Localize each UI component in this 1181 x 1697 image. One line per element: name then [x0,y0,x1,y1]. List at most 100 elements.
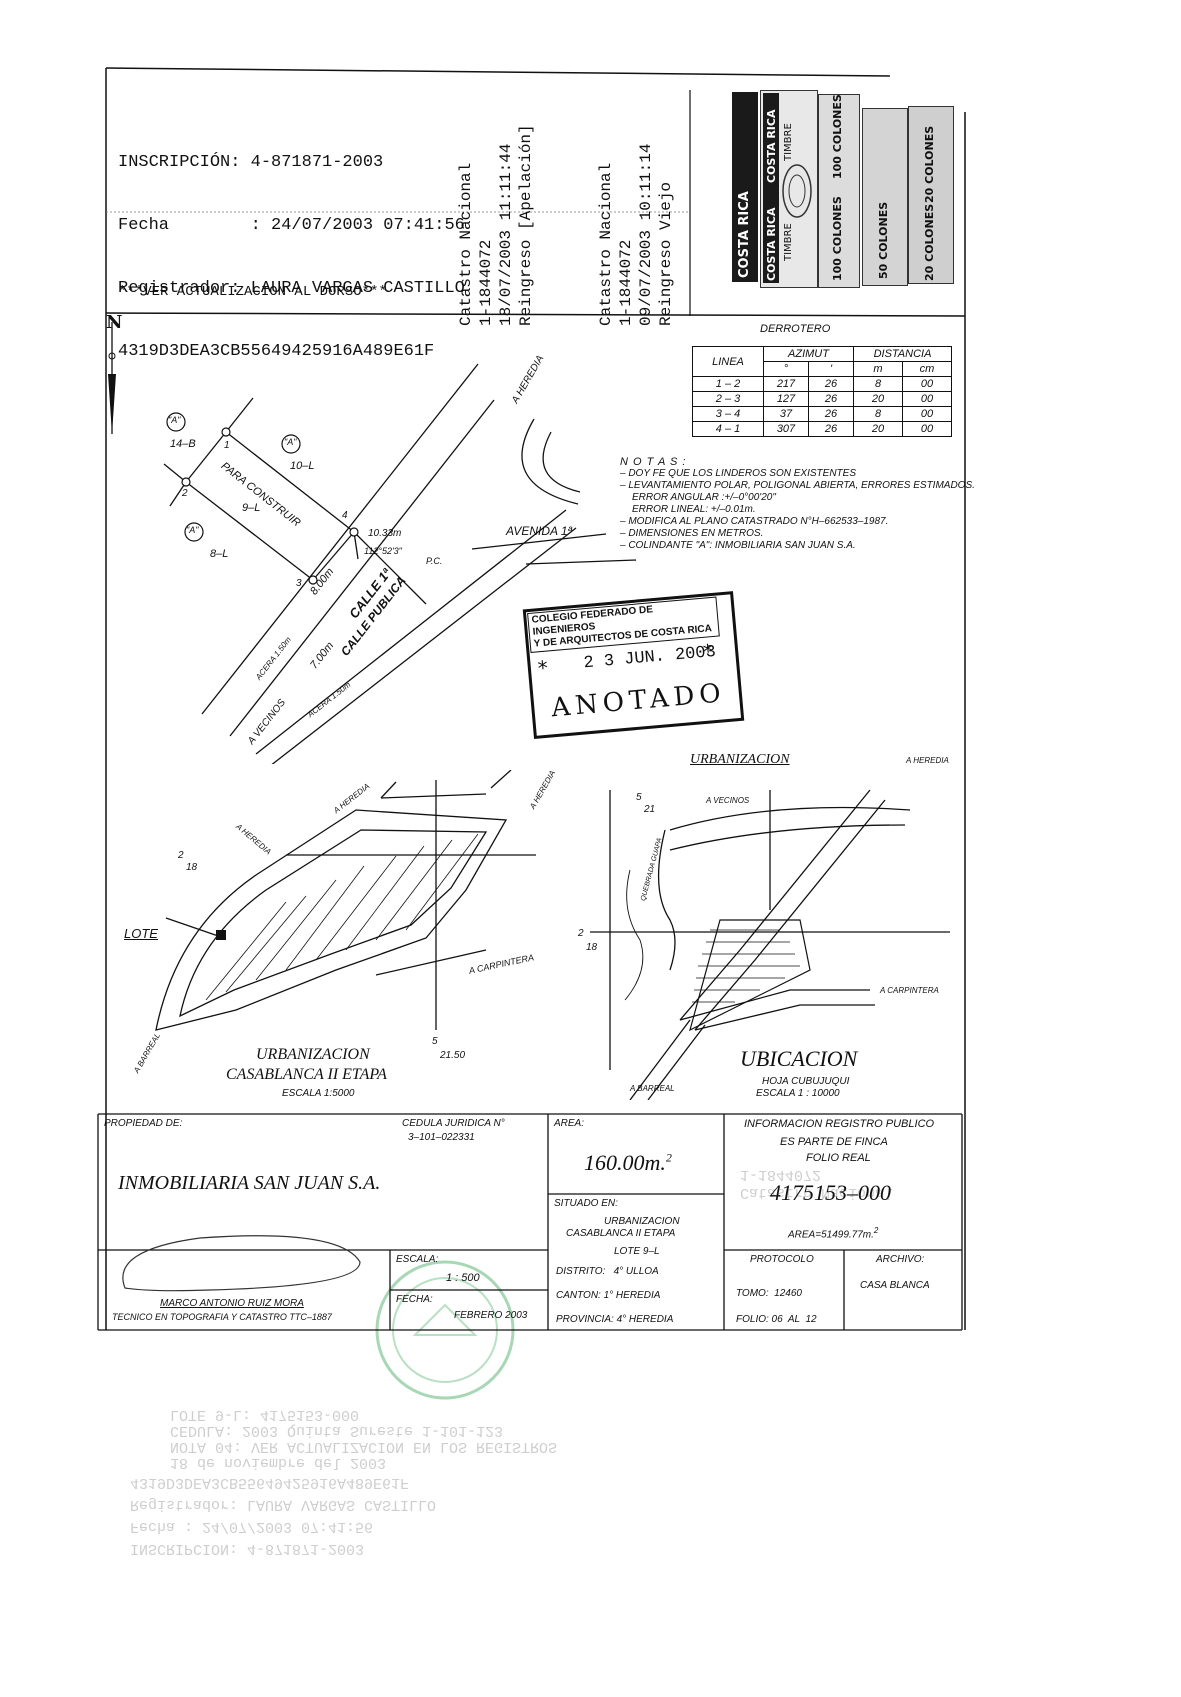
location-sheet: HOJA CUBUJUQUI [762,1076,850,1087]
canton-field: CANTON: 1° HEREDIA [556,1290,661,1301]
grid-label: 18 [586,942,598,953]
note-line: – DIMENSIONES EN METROS. [620,528,764,539]
situado-line: CASABLANCA II ETAPA [566,1228,676,1239]
technician-name: MARCO ANTONIO RUIZ MORA [160,1298,304,1309]
location-scale: ESCALA 1 : 10000 [756,1088,840,1099]
grid-label: 21.50 [440,1050,466,1061]
marker-a: "A" [168,415,181,425]
note-line: – MODIFICA AL PLANO CATASTRADO N°H–66253… [620,516,889,527]
folio-real-number: 4175153–000 [770,1180,891,1205]
tomo-field: TOMO: 12460 [736,1288,802,1299]
signature-flourish [122,1235,361,1292]
urbanization-title: URBANIZACION [256,1046,370,1063]
grid-label: 5 [636,792,642,803]
escala-label: ESCALA: [396,1254,439,1265]
folio-real-label: FOLIO REAL [806,1152,871,1164]
inscription-number: INSCRIPCIÓN: 4-871871-2003 [118,153,384,172]
stamp-20-colones: 20 COLONES 20 COLONES [908,106,954,284]
location-map [590,789,950,1100]
stamp-50-colones: 50 COLONES [862,108,908,286]
technician-title: TECNICO EN TOPOGRAFIA Y CATASTRO TTC–188… [112,1312,332,1322]
location-title: UBICACION [740,1046,858,1071]
lot-9l-label: 9–L [242,502,261,514]
area-value: 160.00m.2 [584,1150,672,1175]
finca-area: AREA=51499.77m.2 [788,1226,879,1241]
note-line: – DOY FE QUE LOS LINDEROS SON EXISTENTES [620,468,856,479]
inscription-block: INSCRIPCIÓN: 4-871871-2003 Fecha : 24/07… [118,110,465,404]
info-finca-label: ES PARTE DE FINCA [780,1136,888,1148]
notes-block: N O T A S : – DOY FE QUE LOS LINDEROS SO… [620,456,975,552]
grid-label: 18 [186,862,198,873]
pc-label: P.C. [426,556,443,566]
escala-value: 1 : 500 [446,1272,480,1284]
urbanization-lots [205,833,479,1001]
situado-line: LOTE 9–L [614,1246,660,1257]
fecha-value: FEBRERO 2003 [454,1310,528,1321]
info-registro-label: INFORMACION REGISTRO PUBLICO [744,1118,935,1130]
cedula-label: CEDULA JURIDICA N° [402,1118,505,1129]
inscription-date: Fecha : 24/07/2003 07:41:56 [118,216,465,235]
folio-pages-field: FOLIO: 06 AL 12 [736,1314,817,1325]
provincia-field: PROVINCIA: 4° HEREDIA [556,1314,674,1325]
location-urbanizacion-label: URBANIZACION [690,752,790,767]
derrotero-title: DERROTERO [760,323,831,335]
situado-label: SITUADO EN: [554,1198,618,1209]
location-hatching [692,929,800,1003]
coat-of-arms-icon [782,164,812,218]
urbanization-scale: ESCALA 1:5000 [282,1088,355,1099]
lot-10l-label: 10–L [290,460,315,472]
grid-label: 21 [644,804,656,815]
a-barreal-label: A BARREAL [630,1084,675,1093]
grid-label: 2 [178,850,184,861]
lot-14b-label: 14–B [170,438,196,450]
propiedad-label: PROPIEDAD DE: [104,1118,183,1129]
grid-label: 5 [432,1036,438,1047]
stamp-100-colones: 100 COLONES 100 COLONES [818,94,860,288]
north-label: N [106,312,123,333]
table-subheader-row: ° ' m cm [693,361,952,377]
see-back-note: ***VER ACTUALIZACION AL DORSO*** [118,284,387,300]
area-label: AREA: [554,1118,585,1129]
archivo-label: ARCHIVO: [876,1254,925,1265]
archivo-value: CASA BLANCA [860,1280,930,1291]
a-vecinos-label: A VECINOS [706,796,750,805]
protocolo-label: PROTOCOLO [750,1254,814,1265]
stamp-timbre: COSTA RICA COSTA RICA TIMBRE TIMBRE [760,90,818,288]
col-linea: LINEA [692,346,764,377]
urbanization-map [155,770,536,1031]
lot-8l-label: 8–L [210,548,229,560]
situado-line: URBANIZACION [604,1216,680,1227]
cedula-value: 3–101–022331 [408,1132,475,1143]
angle-label: 112°52'3" [364,546,402,556]
point-2: 2 [182,488,188,499]
point-4: 4 [342,510,348,521]
lote-label: LOTE [124,926,158,941]
fiscal-stamps: COSTA RICA COSTA RICA COSTA RICA TIMBRE … [732,90,964,288]
note-line: ERROR ANGULAR :+/–0°00'20" [632,492,776,503]
distrito-field: DISTRITO: 4° ULLOA [556,1266,659,1277]
stamp-brand-strip: COSTA RICA [732,92,758,282]
a-carpintera-label: A CARPINTERA [880,986,939,995]
owner-name: INMOBILIARIA SAN JUAN S.A. [118,1172,381,1194]
table-header-row: LINEA AZIMUT DISTANCIA [692,346,952,377]
fecha-label: FECHA: [396,1294,433,1305]
inscription-registrar: Registrador: LAURA VARGAS CASTILLO [118,279,465,298]
note-line: ERROR LINEAL: +/–0.01m. [632,504,756,515]
avenida-label: AVENIDA 1ª [506,524,573,538]
urbanization-subtitle: CASABLANCA II ETAPA [226,1066,387,1083]
marker-a: "A" [186,525,199,535]
a-heredia-label: A HEREDIA [906,756,949,765]
lot-plan-drawing [108,322,637,764]
note-line: – COLINDANTE "A": INMOBILIARIA SAN JUAN … [620,540,856,551]
point-3: 3 [296,578,302,589]
note-line: – LEVANTAMIENTO POLAR, POLIGONAL ABIERTA… [620,480,975,491]
dim-10m-label: 10.33m [368,528,402,539]
marker-a: "A" [284,437,297,447]
grid-label: 2 [578,928,584,939]
